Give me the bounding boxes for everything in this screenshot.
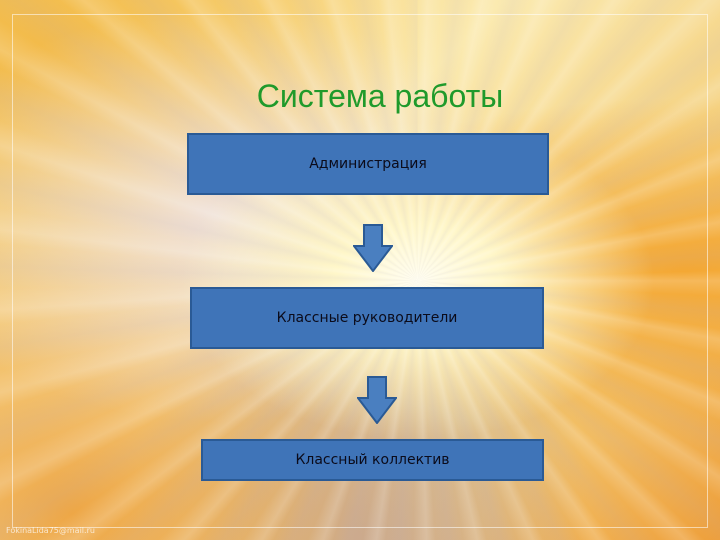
node-label: Администрация <box>309 156 427 172</box>
node-label: Классные руководители <box>276 310 458 326</box>
node-class-teachers: Классные руководители <box>190 287 544 349</box>
down-arrow-icon <box>357 376 397 424</box>
node-class-collective: Классный коллектив <box>201 439 544 481</box>
node-label: Классный коллектив <box>295 452 450 468</box>
node-administration: Администрация <box>187 133 549 195</box>
slide-title: Система работы <box>256 78 504 114</box>
watermark: FokinaLida75@mail.ru <box>6 526 95 535</box>
down-arrow-icon <box>353 224 393 272</box>
slide-frame <box>12 14 708 528</box>
